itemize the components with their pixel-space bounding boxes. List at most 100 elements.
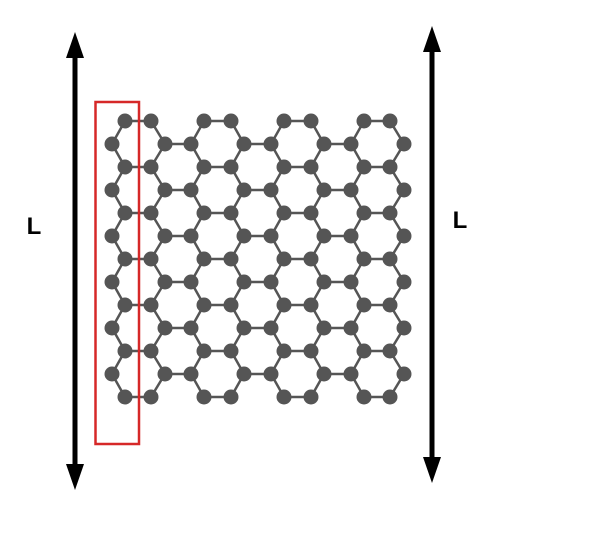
carbon-atom (117, 205, 133, 221)
zigzag-edge-highlight (94, 100, 141, 446)
carbon-atom (236, 136, 252, 152)
carbon-atom (183, 320, 199, 336)
carbon-atom (276, 389, 292, 405)
carbon-atom (183, 366, 199, 382)
carbon-atom (143, 205, 159, 221)
carbon-atom (382, 343, 398, 359)
carbon-atom (303, 389, 319, 405)
carbon-atom (382, 251, 398, 267)
carbon-atom (196, 297, 212, 313)
left-length-label: L (27, 213, 42, 240)
right-arrow-head-down (423, 457, 441, 483)
carbon-atom (343, 136, 359, 152)
carbon-atom (223, 113, 239, 129)
carbon-atom (343, 320, 359, 336)
carbon-atom (343, 366, 359, 382)
carbon-atom (316, 366, 332, 382)
carbon-atom (157, 320, 173, 336)
carbon-atom (303, 205, 319, 221)
carbon-atom (196, 251, 212, 267)
carbon-atom (303, 297, 319, 313)
carbon-atom (316, 228, 332, 244)
carbon-atom (183, 228, 199, 244)
carbon-atom (143, 113, 159, 129)
carbon-atom (316, 320, 332, 336)
carbon-atom (276, 297, 292, 313)
carbon-atom (263, 366, 279, 382)
carbon-atom (143, 297, 159, 313)
carbon-atom (396, 274, 412, 290)
carbon-atom (263, 228, 279, 244)
carbon-atom (276, 251, 292, 267)
carbon-atom (356, 343, 372, 359)
right-length-label: L (453, 207, 468, 234)
carbon-atom (223, 251, 239, 267)
carbon-atom (396, 320, 412, 336)
carbon-atom (104, 228, 120, 244)
left-arrow-head-up (66, 32, 84, 58)
carbon-atom (382, 159, 398, 175)
carbon-atom (263, 274, 279, 290)
carbon-atom (104, 366, 120, 382)
carbon-atom (356, 205, 372, 221)
carbon-atom (236, 228, 252, 244)
carbon-atom (276, 205, 292, 221)
carbon-atom (117, 343, 133, 359)
carbon-atom (343, 274, 359, 290)
carbon-atom (196, 159, 212, 175)
carbon-atom (316, 274, 332, 290)
right-arrow-head-up (423, 26, 441, 52)
carbon-atom (157, 366, 173, 382)
carbon-atom (396, 228, 412, 244)
carbon-atom (382, 389, 398, 405)
carbon-atom (316, 182, 332, 198)
carbon-atom (263, 182, 279, 198)
carbon-atom (117, 159, 133, 175)
carbon-atom (236, 182, 252, 198)
carbon-atom (143, 389, 159, 405)
carbon-atom (236, 320, 252, 336)
carbon-atom (223, 297, 239, 313)
carbon-atom (356, 159, 372, 175)
left-length-arrow (66, 32, 84, 490)
carbon-atom (196, 343, 212, 359)
carbon-atom (117, 251, 133, 267)
carbon-atom (104, 274, 120, 290)
carbon-atom (356, 297, 372, 313)
carbon-atom (343, 228, 359, 244)
carbon-atom (143, 159, 159, 175)
graphene-lattice (104, 113, 412, 405)
lattice-atoms (104, 113, 412, 405)
carbon-atom (356, 113, 372, 129)
carbon-atom (157, 136, 173, 152)
carbon-atom (316, 136, 332, 152)
carbon-atom (223, 389, 239, 405)
carbon-atom (104, 320, 120, 336)
carbon-atom (196, 113, 212, 129)
left-arrow-head-down (66, 464, 84, 490)
carbon-atom (236, 274, 252, 290)
carbon-atom (303, 251, 319, 267)
carbon-atom (263, 320, 279, 336)
carbon-atom (276, 159, 292, 175)
carbon-atom (396, 366, 412, 382)
carbon-atom (117, 297, 133, 313)
carbon-atom (396, 182, 412, 198)
carbon-atom (117, 113, 133, 129)
carbon-atom (276, 343, 292, 359)
carbon-atom (183, 182, 199, 198)
carbon-atom (396, 136, 412, 152)
carbon-atom (382, 297, 398, 313)
carbon-atom (117, 389, 133, 405)
right-length-arrow (423, 26, 441, 483)
carbon-atom (104, 182, 120, 198)
carbon-atom (356, 389, 372, 405)
carbon-atom (236, 366, 252, 382)
carbon-atom (183, 136, 199, 152)
carbon-atom (303, 343, 319, 359)
carbon-atom (183, 274, 199, 290)
carbon-atom (196, 205, 212, 221)
carbon-atom (223, 205, 239, 221)
carbon-atom (303, 159, 319, 175)
